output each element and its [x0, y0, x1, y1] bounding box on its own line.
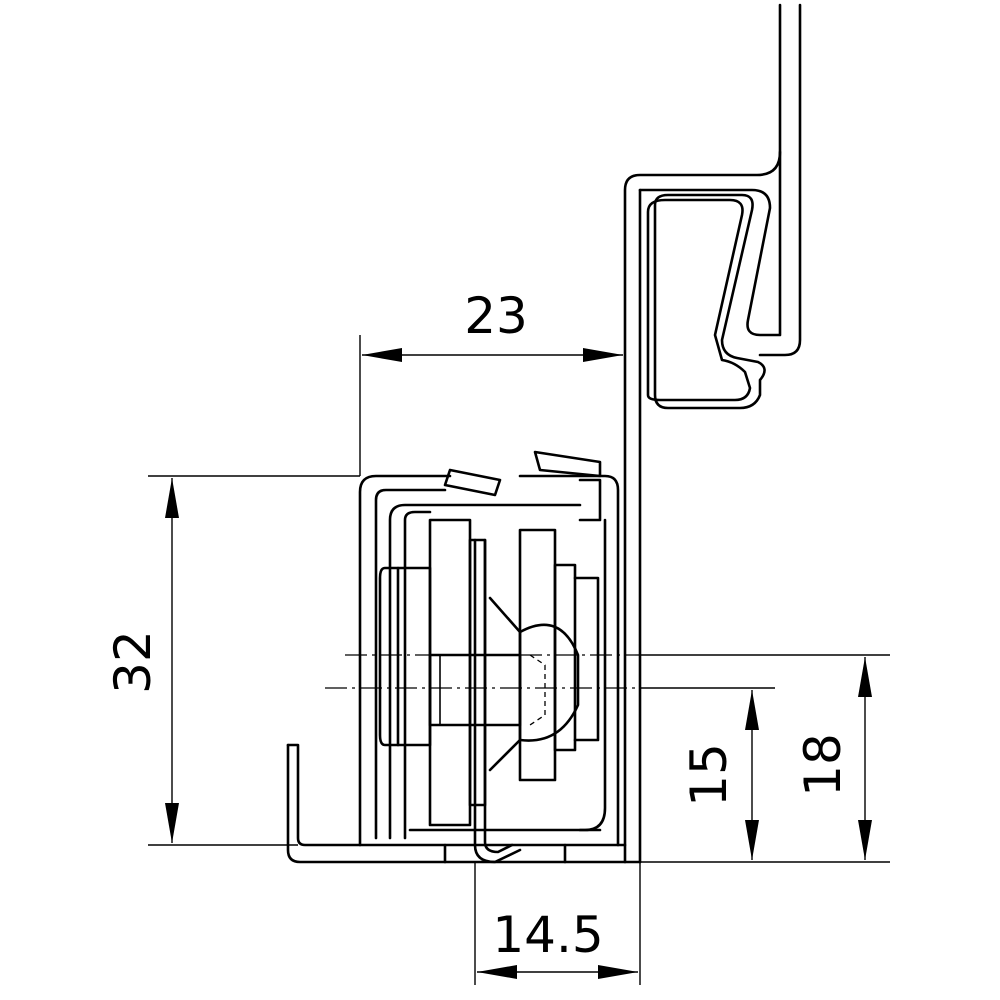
nut-assembly [378, 518, 600, 827]
dimension-bottom-width: 14.5 [474, 862, 641, 985]
rail-profile [623, 3, 802, 864]
dimension-height-b: 18 [640, 654, 890, 860]
dimension-label-height-a: 15 [680, 743, 738, 807]
spring-clip [388, 503, 607, 864]
dimension-label-top-width: 23 [464, 287, 528, 345]
dimension-label-height-b: 18 [794, 733, 852, 797]
dimension-overall-height: 32 [104, 475, 360, 846]
dimension-label-overall-height: 32 [104, 630, 162, 694]
bracket [286, 450, 642, 864]
dimension-height-a: 15 [640, 687, 890, 863]
center-lines [325, 654, 640, 689]
dimension-top-width: 23 [359, 287, 623, 476]
dimension-label-bottom-width: 14.5 [492, 906, 603, 964]
